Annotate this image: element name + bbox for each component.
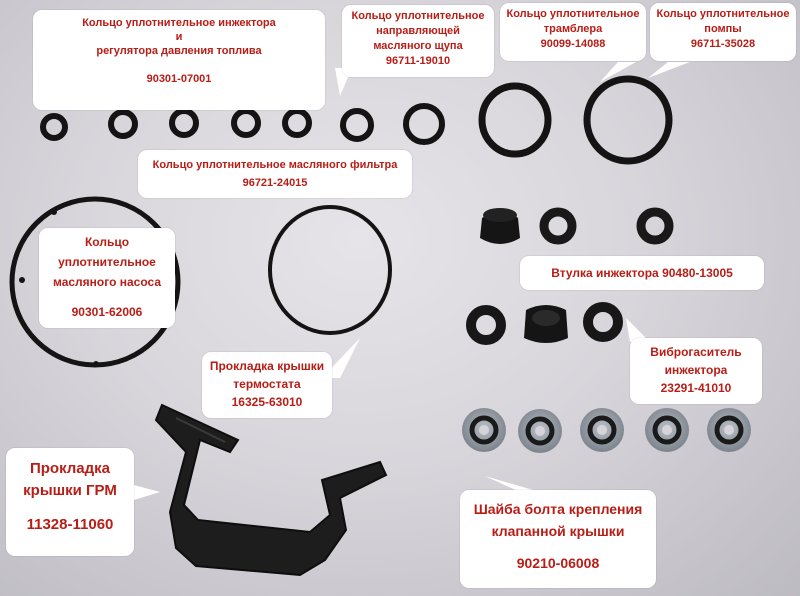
label-text: масляного насоса <box>52 275 162 289</box>
label-text: регулятора давления топлива <box>96 45 262 57</box>
pump-ring <box>583 75 673 165</box>
label-injector-regulator-o-ring: Кольцо уплотнительное инжектора и регуля… <box>33 10 325 110</box>
label-text: Кольцо уплотнительное <box>656 8 790 20</box>
label-text: термостата <box>233 377 301 391</box>
valve-cover-washers <box>462 408 751 453</box>
part-number: 96711-19010 <box>385 55 451 67</box>
label-thermostat-gasket: Прокладка крышки термостата 16325-63010 <box>202 352 332 418</box>
label-injector-damper: Виброгаситель инжектора 23291-41010 <box>630 338 762 404</box>
label-injector-sleeve: Втулка инжектора 90480-13005 <box>520 256 764 290</box>
part-number: 16325-63010 <box>231 395 303 409</box>
injector-o-rings <box>40 108 374 142</box>
distributor-ring <box>478 82 552 158</box>
part-number: 90301-62006 <box>71 305 143 319</box>
label-text: Втулка инжектора 90480-13005 <box>551 266 733 280</box>
label-text: Шайба болта крепления <box>473 501 643 517</box>
label-text: Кольцо уплотнительное масляного фильтра <box>152 159 398 171</box>
injector-sleeves <box>480 207 674 245</box>
label-text: Кольцо уплотнительное инжектора <box>82 17 276 29</box>
label-text: трамблера <box>543 23 603 35</box>
part-number: 11328-11060 <box>26 516 114 533</box>
dipstick-guide-ring <box>403 103 445 145</box>
label-text: крышки ГРМ <box>23 482 117 499</box>
label-oil-pump-o-ring: Кольцо уплотнительное масляного насоса 9… <box>39 228 175 328</box>
label-text: Виброгаситель <box>650 345 742 359</box>
label-timing-cover-gasket: Прокладка крышки ГРМ 11328-11060 <box>6 448 134 556</box>
label-pump-o-ring: Кольцо уплотнительное помпы 96711-35028 <box>650 3 796 61</box>
part-number: 90210-06008 <box>516 555 600 571</box>
label-text: Прокладка крышки <box>209 359 325 373</box>
part-number: 96711-35028 <box>690 38 756 50</box>
thermostat-gasket <box>268 205 392 335</box>
label-text: и <box>175 31 183 43</box>
label-valve-cover-washer: Шайба болта крепления клапанной крышки 9… <box>460 490 656 588</box>
label-text: инжектора <box>664 363 728 377</box>
label-text: направляющей <box>376 25 460 37</box>
label-text: клапанной крышки <box>491 523 625 539</box>
label-text: уплотнительное <box>58 255 156 269</box>
part-number: 96721-24015 <box>242 177 308 189</box>
label-distributor-o-ring: Кольцо уплотнительное трамблера 90099-14… <box>500 3 646 61</box>
label-text: помпы <box>704 23 742 35</box>
label-text: Прокладка <box>29 460 111 477</box>
injector-dampers <box>466 302 623 345</box>
label-oil-filter-o-ring: Кольцо уплотнительное масляного фильтра … <box>138 150 412 198</box>
timing-cover-gasket <box>154 403 388 577</box>
label-text: Кольцо <box>84 235 130 249</box>
label-dipstick-guide-o-ring: Кольцо уплотнительное направляющей масля… <box>342 5 494 77</box>
part-number: 90099-14088 <box>540 38 606 50</box>
label-text: Кольцо уплотнительное <box>506 8 640 20</box>
label-text: Кольцо уплотнительное <box>351 10 485 22</box>
part-number: 90301-07001 <box>146 73 212 85</box>
label-text: масляного щупа <box>373 40 463 52</box>
part-number: 23291-41010 <box>660 381 732 395</box>
